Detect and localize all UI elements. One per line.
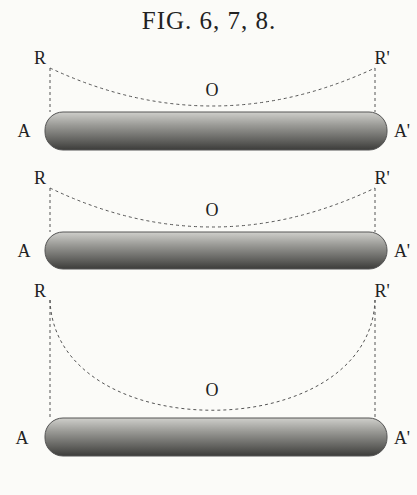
- point-label: R: [34, 282, 46, 300]
- point-label: O: [206, 201, 219, 219]
- end-label: A': [394, 242, 410, 260]
- rod: [45, 418, 387, 456]
- dashed-line: [50, 300, 51, 418]
- dashed-curve: [50, 188, 375, 227]
- end-label: A': [394, 429, 410, 447]
- dashed-line: [375, 188, 376, 232]
- dashed-curve: [50, 300, 375, 410]
- end-label: A': [394, 122, 410, 140]
- point-label: R: [34, 49, 46, 67]
- point-label: O: [206, 381, 219, 399]
- dashed-line: [50, 188, 51, 232]
- point-label: R': [374, 49, 389, 67]
- end-label: A: [18, 122, 31, 140]
- point-label: R: [34, 169, 46, 187]
- dashed-line: [50, 68, 51, 112]
- rod: [45, 232, 387, 269]
- dashed-curve: [50, 68, 375, 106]
- point-label: R': [374, 169, 389, 187]
- end-label: A: [16, 429, 29, 447]
- figure-title: FIG. 6, 7, 8.: [142, 8, 277, 33]
- rod: [45, 112, 387, 150]
- point-label: O: [206, 81, 219, 99]
- dashed-line: [375, 68, 376, 112]
- dashed-line: [375, 300, 376, 418]
- point-label: R': [374, 282, 389, 300]
- end-label: A: [18, 242, 31, 260]
